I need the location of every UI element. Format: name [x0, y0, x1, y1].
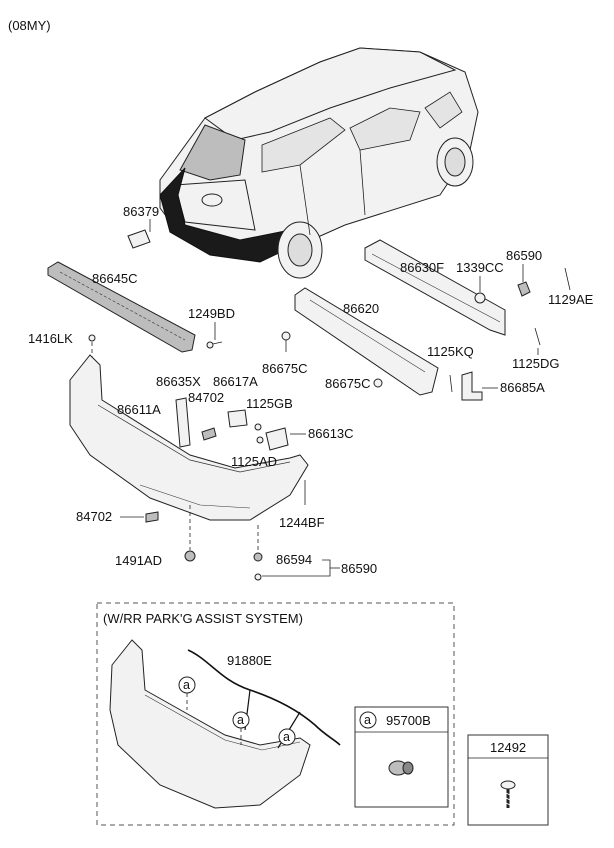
label-86590-top: 86590	[506, 248, 542, 263]
callout-a-3: a	[278, 728, 296, 746]
label-86675C-a: 86675C	[262, 361, 308, 376]
label-86617A: 86617A	[213, 374, 258, 389]
label-86675C-b: 86675C	[325, 376, 371, 391]
label-1491AD: 1491AD	[115, 553, 162, 568]
label-86635X: 86635X	[156, 374, 201, 389]
part-86685A[interactable]: 86685A	[461, 371, 545, 401]
park-assist-section-border	[96, 602, 455, 826]
svg-text:a: a	[283, 730, 290, 744]
park-assist-bumper	[109, 639, 341, 809]
part-86613C[interactable]: 86613C	[256, 426, 354, 451]
part-86611A[interactable]: 86611A	[69, 354, 309, 521]
part-86590-top[interactable]: 86590	[506, 248, 542, 297]
label-1244BF: 1244BF	[279, 515, 325, 530]
part-1491AD[interactable]: 1491AD	[115, 505, 196, 568]
part-1125AD[interactable]: 1125AD	[231, 454, 277, 469]
label-1339CC: 1339CC	[456, 260, 504, 275]
part-86590-bottom[interactable]: 86590	[341, 561, 377, 576]
part-86645C[interactable]: 86645C	[47, 261, 196, 353]
label-1125AD: 1125AD	[231, 454, 277, 469]
vehicle-illustration	[159, 47, 479, 279]
part-84702-a[interactable]: 84702	[188, 390, 224, 441]
label-91880E: 91880E	[227, 653, 272, 668]
part-1125DG[interactable]: 1125DG	[512, 327, 559, 371]
label-1129AE: 1129AE	[548, 292, 594, 307]
sensor-icon	[388, 760, 414, 776]
label-86613C: 86613C	[308, 426, 354, 441]
part-86379[interactable]: 86379	[123, 204, 159, 249]
label-84702-a: 84702	[188, 390, 224, 405]
label-84702-b: 84702	[76, 509, 112, 524]
label-12492: 12492	[490, 740, 526, 755]
sensor-box-95700B[interactable]: a 95700B	[354, 706, 449, 808]
label-86594: 86594	[276, 552, 312, 567]
part-1249BD[interactable]: 1249BD	[188, 306, 235, 349]
screw-box-12492[interactable]: 12492	[467, 734, 549, 826]
label-1125KQ: 1125KQ	[427, 344, 474, 359]
label-86379: 86379	[123, 204, 159, 219]
label-86611A: 86611A	[117, 402, 161, 417]
part-1129AE[interactable]: 1129AE	[548, 267, 594, 307]
label-1125GB: 1125GB	[246, 396, 293, 411]
part-86617A[interactable]: 86617A	[213, 374, 258, 428]
label-86620: 86620	[343, 301, 379, 316]
callout-a-1: a	[178, 676, 196, 710]
part-86635X[interactable]: 86635X	[156, 374, 201, 448]
part-1339CC[interactable]: 1339CC	[456, 260, 504, 304]
label-1416LK: 1416LK	[28, 331, 73, 346]
label-86630F: 86630F	[400, 260, 444, 275]
part-1244BF[interactable]: 1244BF	[279, 480, 325, 530]
part-1416LK[interactable]: 1416LK	[28, 331, 96, 365]
screw-icon	[500, 780, 516, 808]
part-1125GB[interactable]: 1125GB	[246, 396, 293, 431]
park-assist-title: (W/RR PARK'G ASSIST SYSTEM)	[103, 611, 303, 626]
part-84702-b[interactable]: 84702	[76, 509, 159, 524]
label-86590-bottom: 86590	[341, 561, 377, 576]
part-1125KQ[interactable]: 1125KQ	[427, 344, 474, 393]
harness-91880E[interactable]: 91880E	[227, 653, 272, 668]
sensor-callout-letter: a	[364, 713, 371, 727]
label-1249BD: 1249BD	[188, 306, 235, 321]
svg-text:a: a	[237, 713, 244, 727]
part-86630F[interactable]: 86630F	[364, 239, 506, 336]
label-1125DG: 1125DG	[512, 356, 559, 371]
svg-text:a: a	[183, 678, 190, 692]
model-year-label: (08MY)	[8, 18, 51, 33]
part-86620[interactable]: 86620	[294, 287, 439, 396]
label-86685A: 86685A	[500, 380, 545, 395]
callout-a-2: a	[232, 711, 250, 745]
label-95700B: 95700B	[386, 713, 431, 728]
part-86675C-a[interactable]: 86675C	[262, 331, 308, 376]
part-86675C-b[interactable]: 86675C	[325, 376, 383, 391]
part-86594[interactable]: 86594	[253, 525, 340, 581]
label-86645C: 86645C	[92, 271, 138, 286]
